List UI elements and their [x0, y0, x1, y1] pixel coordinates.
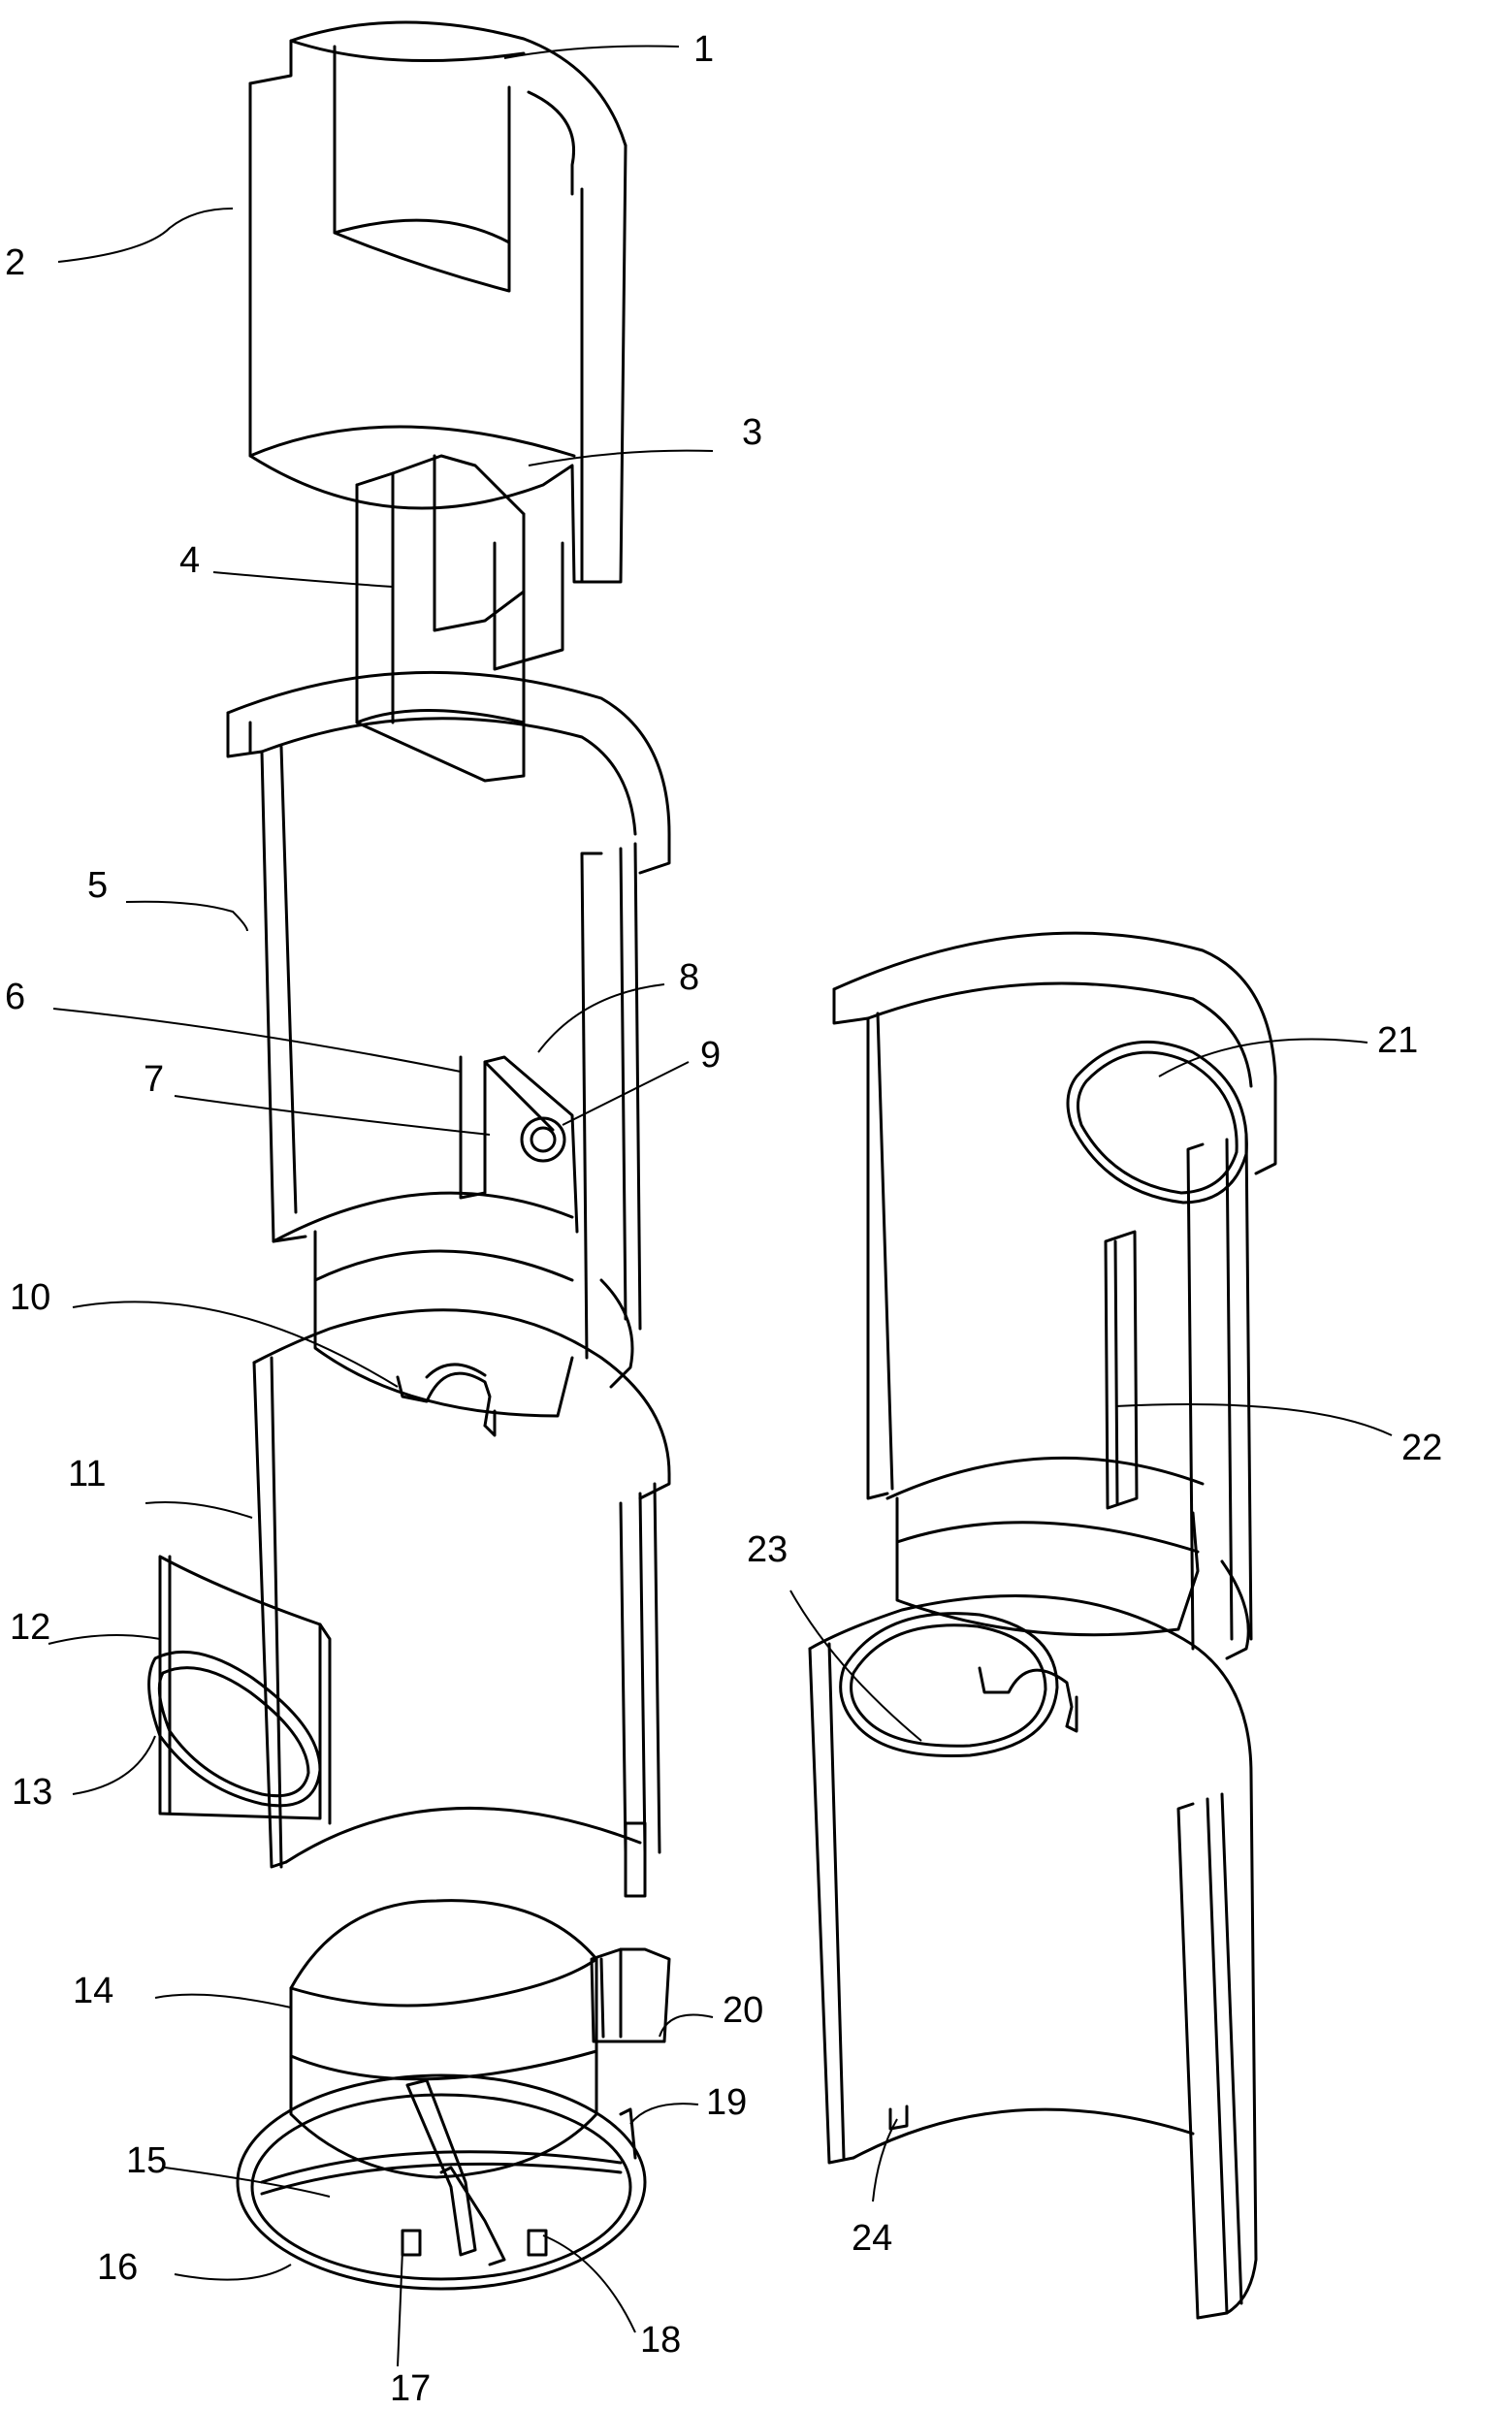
- label-20: 20: [723, 1990, 763, 2031]
- label-24: 24: [852, 2218, 892, 2259]
- label-3: 3: [742, 412, 762, 453]
- middle-sleeve: [149, 1310, 669, 1896]
- label-11: 11: [68, 1454, 106, 1494]
- label-8: 8: [679, 957, 699, 998]
- label-14: 14: [73, 1971, 113, 2011]
- label-15: 15: [126, 2140, 167, 2181]
- label-2: 2: [5, 242, 25, 283]
- label-6: 6: [5, 977, 25, 1017]
- label-22: 22: [1401, 1428, 1442, 1468]
- label-18: 18: [640, 2320, 681, 2361]
- label-16: 16: [97, 2247, 138, 2288]
- label-23: 23: [747, 1529, 788, 1570]
- top-cap: [250, 22, 626, 582]
- right-upper-sleeve: [834, 933, 1275, 1658]
- label-1: 1: [693, 29, 714, 70]
- label-19: 19: [706, 2082, 747, 2123]
- label-9: 9: [700, 1035, 721, 1076]
- right-lower-sleeve: [810, 1595, 1256, 2318]
- label-13: 13: [12, 1772, 52, 1813]
- label-7: 7: [144, 1059, 164, 1100]
- label-5: 5: [87, 865, 108, 906]
- label-21: 21: [1377, 1020, 1418, 1061]
- bottom-base: [238, 1901, 669, 2289]
- label-10: 10: [10, 1277, 50, 1318]
- label-17: 17: [390, 2368, 431, 2405]
- upper-sleeve: [228, 672, 669, 1416]
- label-4: 4: [179, 540, 200, 581]
- label-12: 12: [10, 1607, 50, 1648]
